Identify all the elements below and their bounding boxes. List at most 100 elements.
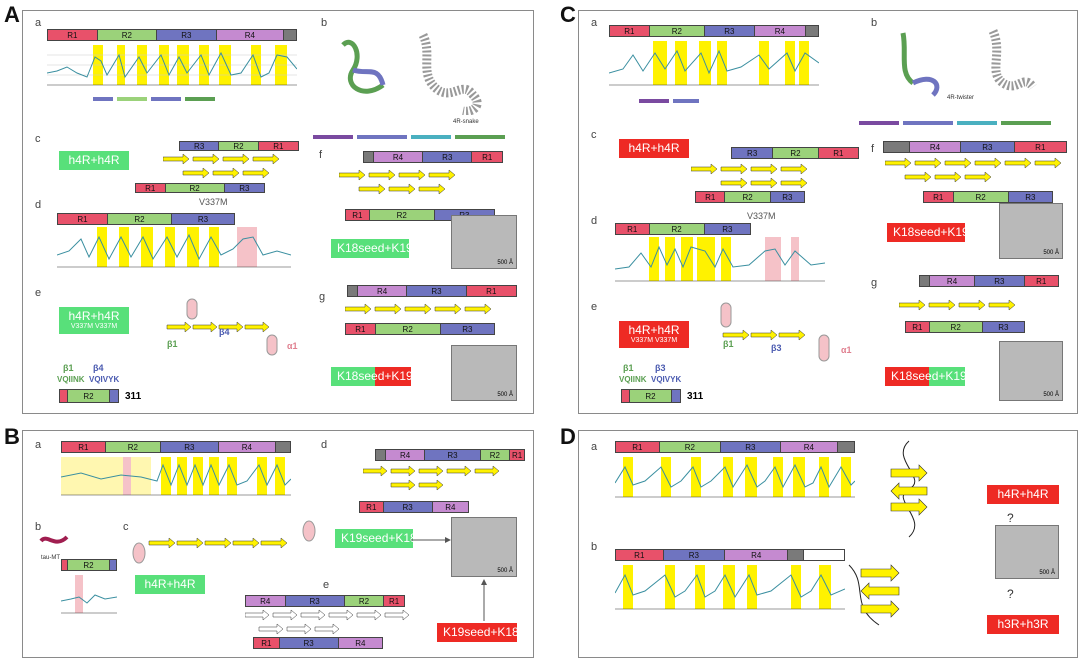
segment-r3: R3	[161, 442, 219, 452]
em-micrograph: 500 Å	[999, 203, 1063, 259]
segment-r1: R1	[472, 152, 502, 162]
segment-r3: R3	[423, 152, 473, 162]
condition-badge: K18seed+K19	[331, 367, 413, 387]
tau-mt-label: tau-MT	[41, 555, 61, 561]
segment-r3: R3	[721, 442, 781, 452]
sub-label: b	[321, 17, 328, 29]
panel-label-d: D	[560, 424, 576, 449]
segment-r2: R2	[629, 390, 673, 402]
segment-r1: R1	[510, 450, 525, 460]
segment-r1: R1	[906, 322, 930, 332]
segment-ct	[364, 152, 374, 162]
beta1-label: β1	[723, 339, 734, 349]
segment-r4: R4	[246, 596, 286, 606]
sub-label: b	[871, 17, 878, 29]
strand-schematic	[885, 157, 1062, 183]
beta3-label: β3	[771, 343, 782, 353]
segment-r2: R2	[108, 214, 172, 224]
em-micrograph: 500 Å	[999, 341, 1063, 401]
sub-label: b	[35, 521, 42, 533]
sub-label: d	[321, 439, 328, 451]
condition-badge: h4R+h4R	[619, 139, 689, 159]
segment-r3: R3	[440, 324, 494, 334]
beta1-label: β1	[623, 363, 634, 373]
segment-r2: R2	[659, 442, 722, 452]
segment-r2: R2	[953, 192, 1009, 202]
segment-r3: R3	[1008, 192, 1052, 202]
segment-r3	[672, 390, 680, 402]
alpha1-label: α1	[841, 345, 852, 355]
segment-r1	[622, 390, 630, 402]
segment-r4: R4	[432, 502, 468, 512]
condition-badge: h3R+h3R	[987, 615, 1059, 635]
segment-r3: R3	[975, 276, 1025, 286]
domain-bar: R3 R2 R1	[179, 141, 299, 151]
arrow	[481, 579, 487, 621]
scale-bar: 500 Å	[1043, 392, 1059, 398]
segment-r4: R4	[218, 442, 277, 452]
sub-label: c	[123, 521, 129, 533]
sub-label: g	[319, 291, 326, 303]
strand-schematic	[691, 163, 808, 189]
seq-vqiink: VQIINK	[57, 375, 85, 384]
segment-r3: R3	[663, 550, 726, 560]
domain-bar: R4 R3 R2 R1	[245, 595, 405, 607]
question-mark: ?	[1007, 587, 1014, 601]
domain-bar: R1 R2 R3	[695, 191, 805, 203]
domain-bar: R4 R3 R1	[347, 285, 517, 297]
beta3-label: β3	[655, 363, 666, 373]
sub-label: f	[871, 143, 875, 155]
segment-ct	[284, 30, 296, 40]
sub-label: a	[35, 17, 42, 29]
strand-schematic	[363, 465, 500, 491]
domain-bar: R1 R3 R4	[359, 501, 469, 513]
domain-bar: R2	[59, 389, 119, 403]
segment-r1: R1	[360, 502, 384, 512]
segment-r1: R1	[1024, 276, 1058, 286]
segment-r2: R2	[773, 148, 819, 158]
mutation-label: V337M	[199, 197, 228, 207]
badge-text: h4R+h4R	[68, 309, 120, 323]
fibril-structure-twister	[900, 29, 1037, 97]
badge-subtext: V337M V337M	[70, 323, 118, 331]
segment-r3: R3	[383, 502, 433, 512]
segment-r2: R2	[369, 210, 435, 220]
segment-r3: R3	[961, 142, 1015, 152]
profile-plot	[47, 45, 297, 86]
segment-r1: R1	[58, 214, 108, 224]
em-micrograph: 500 Å	[451, 517, 517, 577]
segment-r1: R1	[136, 184, 166, 193]
domain-bar: R1 R2 R3 R4	[61, 441, 291, 453]
strand-schematic	[166, 298, 278, 356]
segment-r1: R1	[818, 148, 858, 158]
sub-label: a	[591, 441, 598, 453]
segment-r2: R2	[649, 224, 705, 234]
sub-label: a	[35, 439, 42, 451]
segment-r1: R1	[616, 442, 660, 452]
segment-r4: R4	[754, 26, 807, 36]
segment-r3: R3	[157, 30, 217, 40]
condition-badge: K18seed+K19	[885, 367, 967, 387]
condition-badge: K19seed+K18	[437, 623, 519, 643]
panel-b: a R1 R2 R3 R4 b tau-MT R2 c h4R+h4R d	[22, 430, 534, 658]
panel-label-b: B	[4, 424, 20, 449]
segment-r1: R1	[610, 26, 650, 36]
structure-name: 4R-twister	[947, 95, 975, 101]
segment-r3: R3	[407, 286, 467, 296]
domain-bar: R4 R3 R1	[883, 141, 1067, 153]
segment-r4: R4	[357, 286, 408, 296]
sub-label: e	[591, 301, 598, 313]
domain-bar: R2	[61, 559, 117, 571]
topology-strip	[93, 97, 215, 101]
domain-bar: R4 R3 R2 R1	[375, 449, 525, 461]
profile-plot	[615, 237, 825, 282]
em-micrograph: 500 Å	[995, 525, 1059, 579]
badge-text: h4R+h4R	[628, 323, 680, 337]
profile-plot	[609, 41, 819, 86]
segment-r2: R2	[480, 450, 511, 460]
sub-label: g	[871, 277, 878, 289]
sub-label: d	[35, 199, 42, 211]
sequence-bar	[313, 135, 505, 139]
residue-number: 311	[687, 391, 704, 402]
